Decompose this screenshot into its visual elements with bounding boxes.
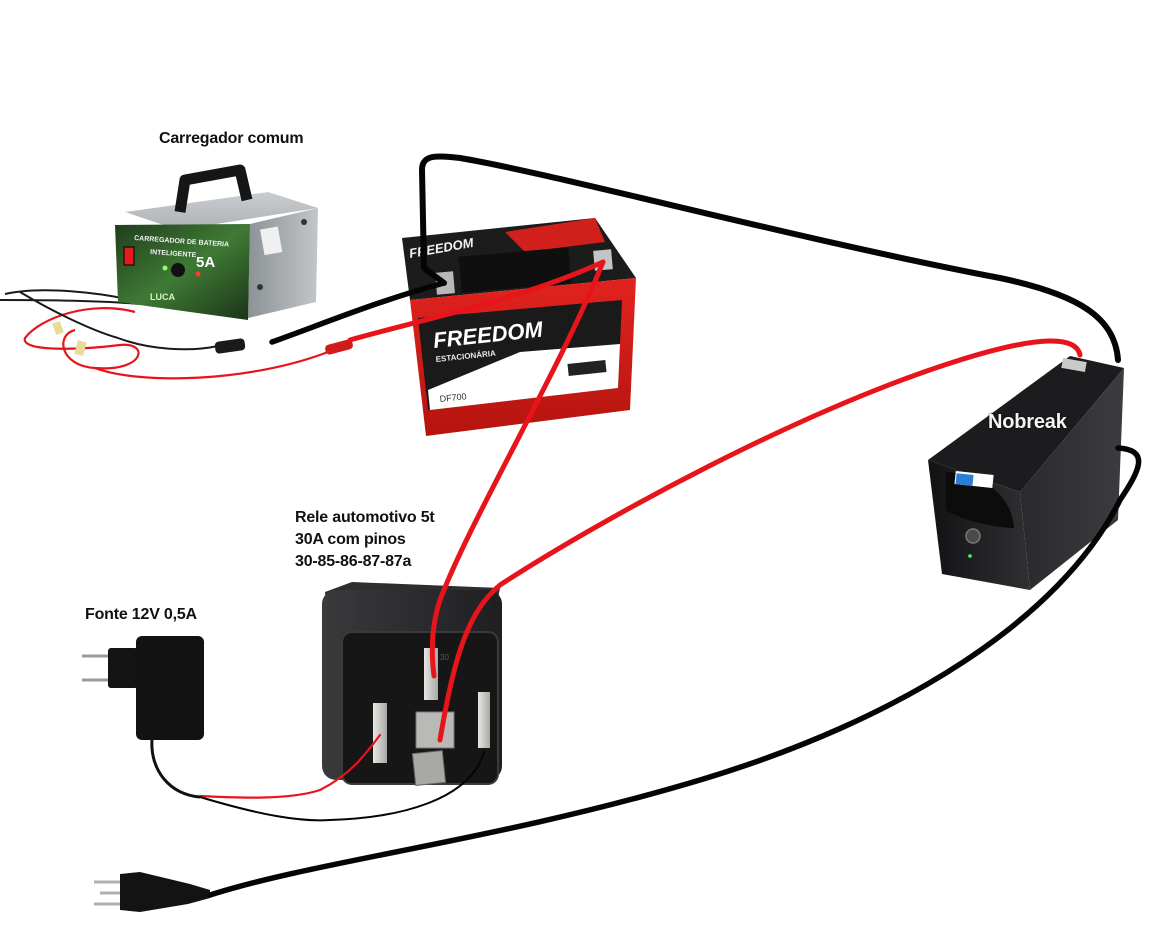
battery-model: DF700	[439, 391, 467, 404]
eaton-logo-blue	[955, 473, 974, 486]
relay-pin-mark: 30	[440, 653, 449, 662]
plug-body	[120, 872, 210, 912]
battery-charger: CARREGADOR DE BATERIA INTELIGENTE 5A LUC…	[0, 164, 353, 380]
label-power-supply: Fonte 12V 0,5A	[85, 606, 197, 623]
wire-relay-to-ups	[437, 338, 1083, 743]
wire-battery-neg-to-ups	[419, 153, 1121, 363]
ups-led-icon	[968, 554, 972, 558]
current-knob-icon	[171, 263, 185, 277]
charger-side	[248, 208, 318, 318]
relay-pin-87a	[411, 749, 447, 787]
ups-top	[928, 356, 1124, 492]
wire-supply-pos-to-relay	[198, 733, 382, 799]
battery-top-box	[458, 247, 572, 293]
relay-pin-85	[373, 703, 387, 763]
charger-handle	[174, 164, 253, 213]
wire-battery-pos-to-relay	[429, 259, 606, 679]
battery-lid-red-stripe	[505, 218, 605, 252]
battery-barcode	[567, 360, 607, 376]
relay-pin-30	[415, 711, 455, 749]
cable-tie	[52, 320, 64, 336]
supply-cable	[150, 739, 201, 799]
mains-plug	[94, 872, 210, 912]
charger-sticker	[260, 226, 283, 256]
ups-front-curve	[946, 472, 1014, 528]
label-relay-line3: 30-85-86-87-87a	[295, 553, 412, 570]
cable-tie	[74, 340, 87, 357]
led-green-icon	[162, 265, 168, 271]
ups-nobreak	[928, 356, 1124, 590]
black-clamp	[214, 338, 246, 354]
ups-rear-socket	[1061, 357, 1087, 373]
charger-red-lead-coil	[23, 307, 140, 370]
label-ups: Nobreak	[988, 411, 1067, 433]
supply-body	[136, 636, 204, 740]
ups-power-button	[965, 528, 981, 544]
wire-ups-mains-cable	[207, 445, 1142, 898]
charger-red-lead	[94, 350, 329, 380]
label-charger: Carregador comum	[159, 130, 304, 147]
supply-plug-base	[108, 648, 138, 688]
wires	[198, 153, 1142, 898]
screw-icon	[257, 284, 263, 290]
label-relay-line2: 30A com pinos	[295, 531, 406, 548]
led-red-icon	[195, 271, 201, 277]
charger-brand: LUCA	[150, 292, 175, 302]
power-switch-icon	[123, 246, 135, 266]
charger-panel-text-2: INTELIGENTE	[150, 249, 197, 259]
charger-black-lead	[117, 337, 219, 351]
red-clamp	[325, 339, 353, 355]
charger-top	[125, 192, 318, 230]
wire-charger-pos-to-battery	[347, 259, 606, 343]
battery-label-white	[428, 344, 620, 410]
wire-supply-neg-to-relay	[199, 751, 485, 822]
screw-icon	[301, 219, 307, 225]
relay-pin-86	[478, 692, 490, 748]
automotive-relay: 30	[322, 582, 502, 787]
power-supply-12v	[82, 636, 204, 799]
wire-charger-neg-to-battery	[269, 280, 447, 345]
charger-rating: 5A	[196, 254, 215, 271]
battery: FREEDOM FREEDOM ESTACIONÁRIA DF700	[402, 218, 636, 436]
label-relay-line1: Rele automotivo 5t	[295, 509, 435, 526]
